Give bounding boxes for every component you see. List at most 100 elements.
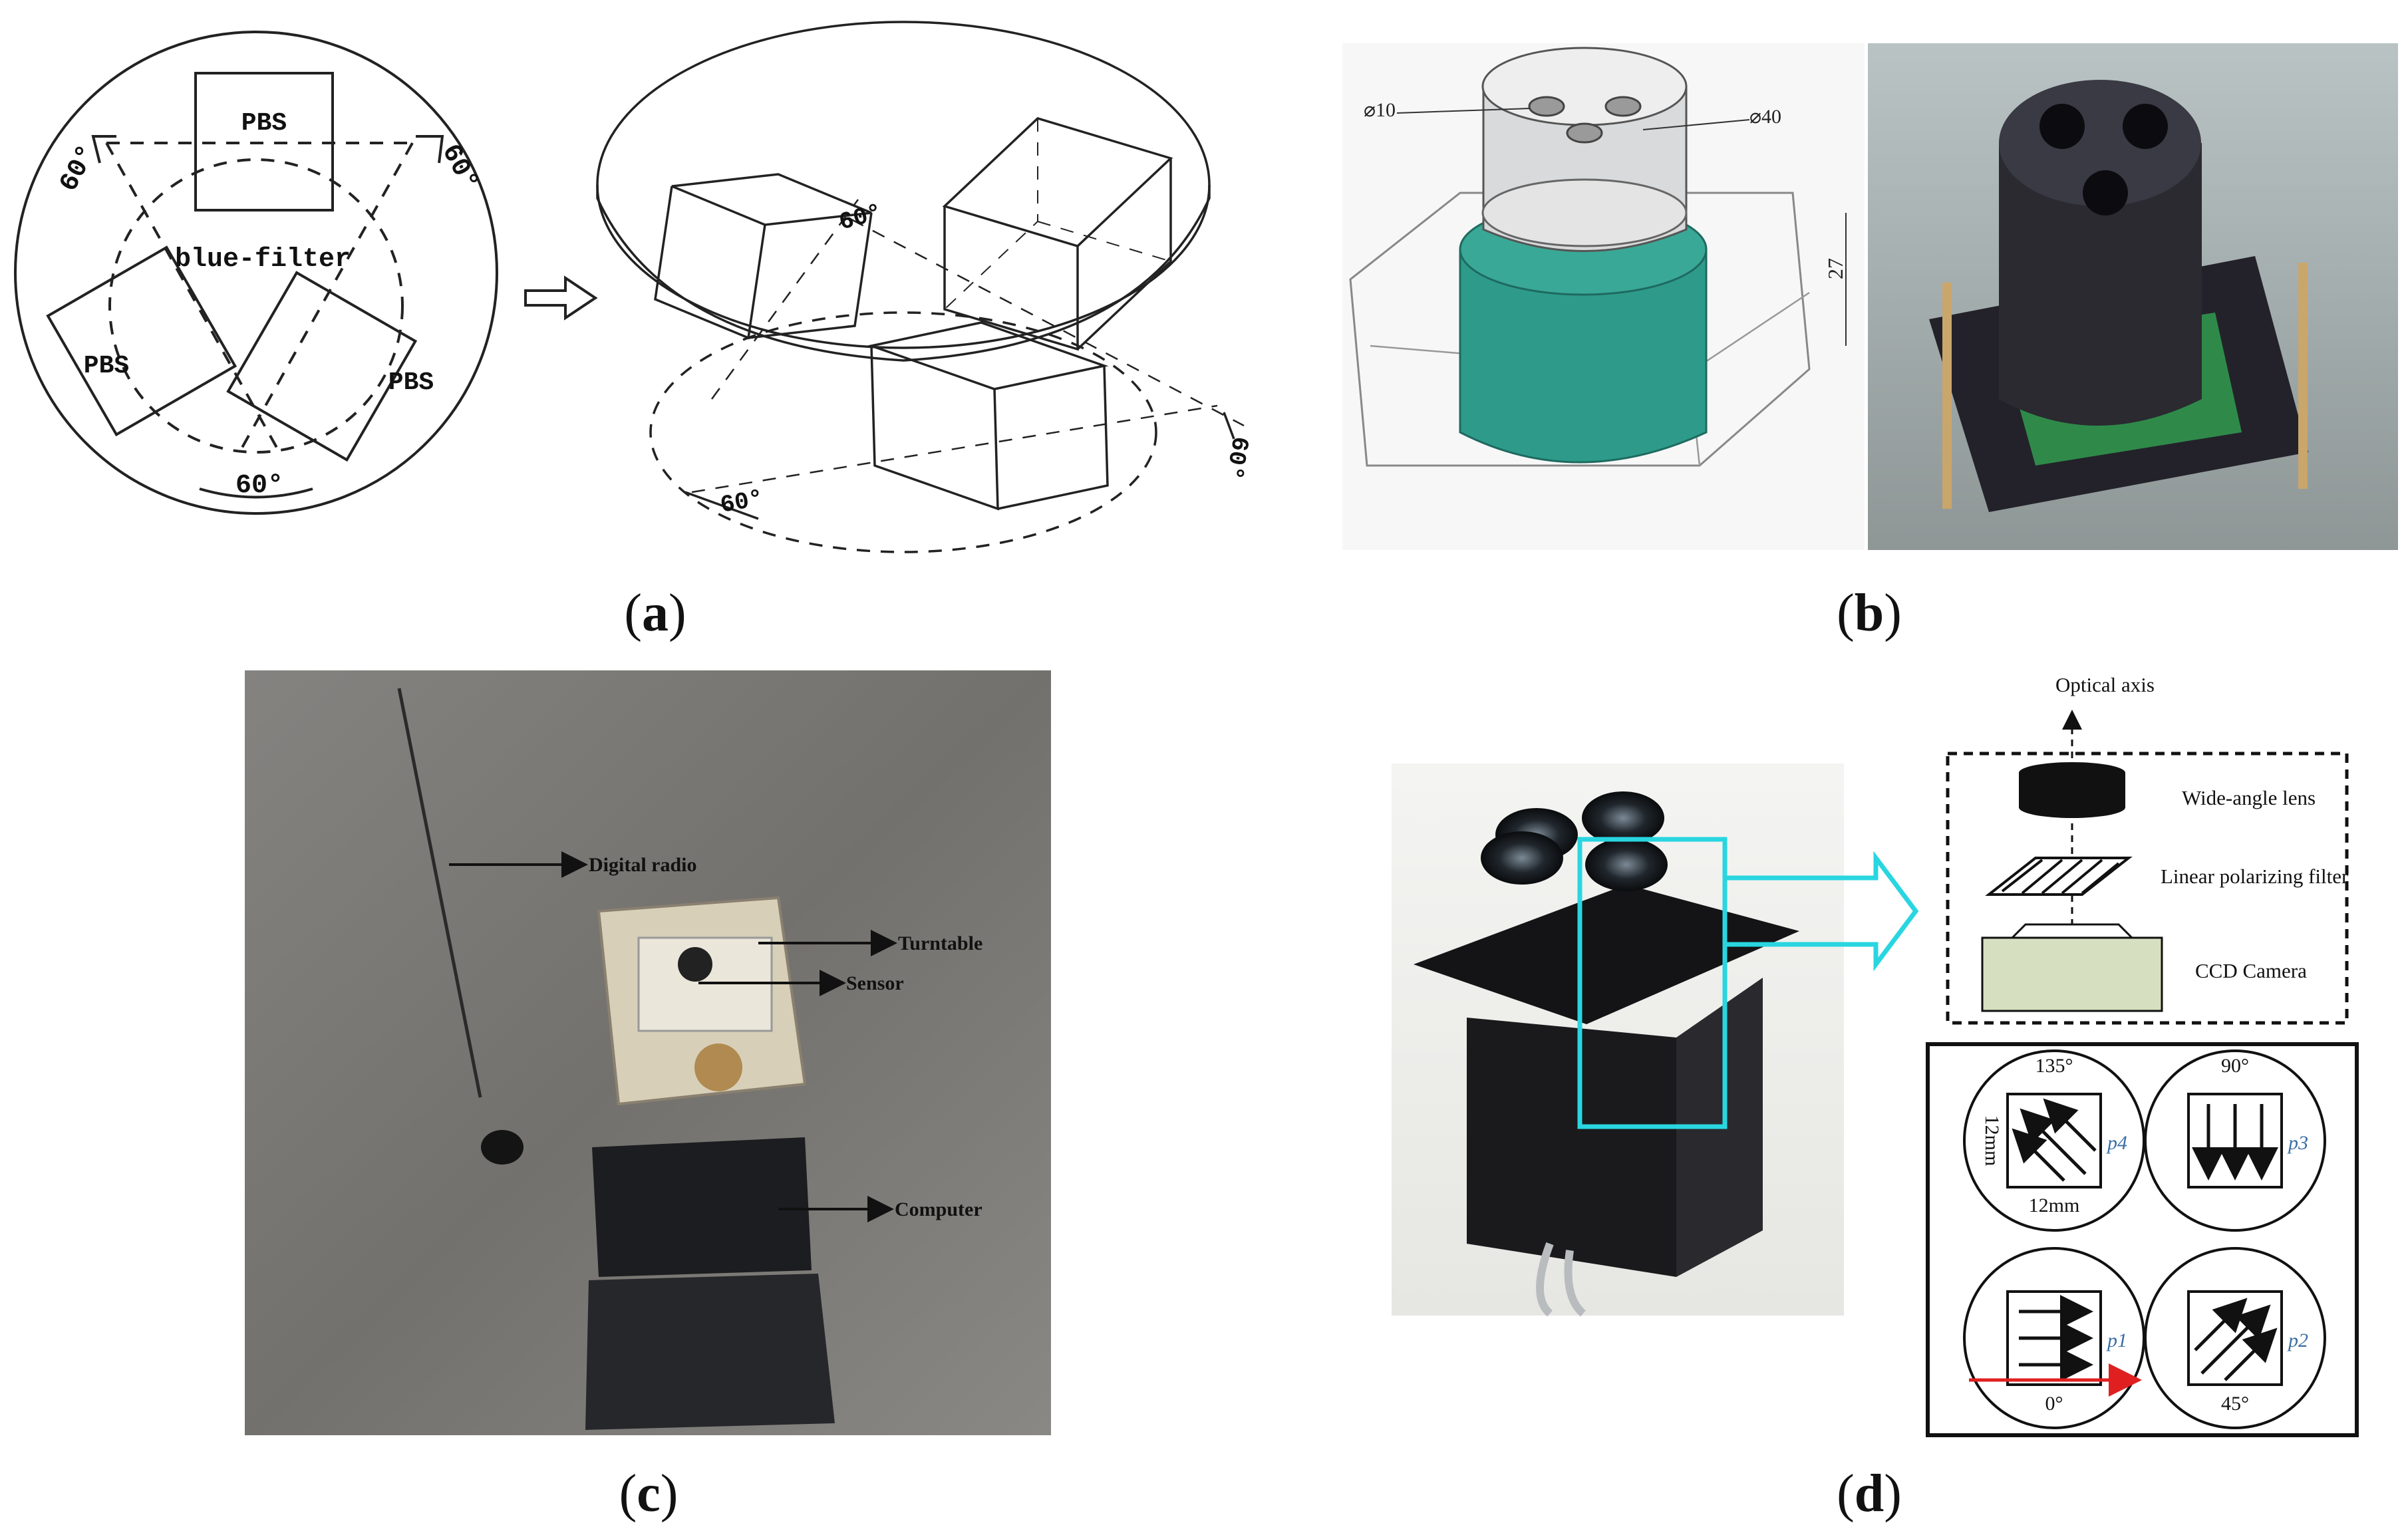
caption-a: (a): [624, 584, 686, 642]
ccd-camera-icon: [1981, 936, 2163, 1012]
callout-turntable: Turntable: [898, 932, 982, 954]
ccd-camera-label: CCD Camera: [2195, 959, 2307, 982]
tick-left: [91, 135, 116, 164]
cad-cylinder-rim: [1481, 47, 1688, 126]
polarizer-label: Linear polarizing filter: [2161, 865, 2349, 888]
radio-antenna: [397, 688, 482, 1098]
camera-array-content: [1414, 791, 1799, 1317]
camera-plate: [1414, 885, 1799, 1024]
photo-hole-1: [2039, 104, 2085, 149]
blue-filter-label: blue-filter: [175, 245, 351, 275]
cube-bottom-front: [870, 345, 999, 511]
dim-line-large: [1642, 119, 1750, 130]
camera-body-front: [1467, 1018, 1676, 1277]
iso-angle-top: 60°: [836, 199, 885, 236]
dim-large-label: ⌀40: [1749, 106, 1781, 128]
pbs-label-right: PBS: [388, 368, 434, 397]
panel-a-isometric: [596, 21, 1245, 553]
cube-bottom-side: [997, 365, 1109, 510]
camera-sensor-top: [2011, 923, 2133, 939]
iso-dashed-ring: [649, 311, 1157, 553]
callout-computer: Computer: [895, 1198, 982, 1220]
cube-bottom-top: [867, 321, 1109, 390]
cube-right-hidden: [944, 118, 1171, 310]
turntable-disc: [694, 1043, 742, 1091]
panel-a-iso-labels: 60° 60° 60°: [718, 199, 1254, 519]
cell-p4-label: p4: [2106, 1132, 2127, 1154]
caption-b: (b): [1837, 584, 1902, 642]
outer-circle: [14, 31, 498, 515]
tick-right: [416, 135, 444, 164]
lens-label: Wide-angle lens: [2182, 786, 2316, 809]
cube-right-top: [942, 117, 1173, 247]
dim-line-small: [1396, 108, 1531, 114]
cell-p4-angle: 135°: [2035, 1055, 2073, 1077]
sensor-photo-content: [1929, 80, 2308, 512]
cell-p1-label: p1: [2106, 1329, 2127, 1351]
cube-left-front: [654, 186, 766, 340]
lens-2: [1582, 791, 1664, 845]
cell-p4-dim-h: 12mm: [2029, 1194, 2080, 1216]
photo-hole-3: [2083, 170, 2128, 215]
sensor-head: [678, 947, 712, 982]
cad-hole-1: [1528, 96, 1565, 117]
cad-teal-body: [1459, 248, 1708, 464]
polarization-p-labels: p4 p3 p1 p2: [2106, 1132, 2308, 1351]
photo-standoff-2: [2298, 263, 2308, 489]
zoom-arrow-icon: [1725, 851, 1919, 972]
tick-bottom: [199, 487, 313, 499]
inner-dashed-circle: [108, 158, 404, 454]
cad-hole-2: [1604, 96, 1642, 117]
cell-p3-angle: 90°: [2221, 1055, 2249, 1077]
cube-right-side: [1076, 158, 1172, 350]
lens-3: [1481, 831, 1563, 885]
pbs-box-left: [46, 245, 237, 437]
panel-a-schematic: [14, 31, 498, 515]
cell-p2-angle: 45°: [2221, 1393, 2249, 1415]
iso-angle-bottom: 60°: [718, 485, 766, 519]
dim-height-label: 27: [1823, 258, 1847, 279]
panel-a-labels: PBS PBS PBS blue-filter 60° 60° 60°: [55, 109, 484, 501]
callout-digital-radio: Digital radio: [589, 854, 697, 876]
guide-left: [105, 142, 281, 453]
dim-small-label: ⌀10: [1364, 99, 1396, 121]
iso-guides: [691, 199, 1245, 493]
cell-p3-circle: [2144, 1049, 2326, 1232]
cell-p3-label: p3: [2287, 1132, 2308, 1154]
laptop-keyboard: [585, 1274, 835, 1430]
cell-p4-dim-v: 12mm: [1981, 1115, 2003, 1167]
optics-schematic-box: [1946, 752, 2349, 1025]
lens-base: [2019, 797, 2125, 818]
cell-p2-circle: [2144, 1247, 2326, 1429]
polarization-labels: 135° 90° 0° 45° 12mm 12mm: [1981, 1055, 2249, 1415]
field-photo-content: [397, 688, 835, 1430]
pbs-label-left: PBS: [84, 352, 129, 380]
caption-d: (d): [1837, 1464, 1902, 1523]
angle-label-bottom: 60°: [235, 471, 283, 501]
camera-cables: [1536, 1242, 1586, 1317]
iso-ticks: [684, 412, 1235, 520]
laptop-screen: [592, 1137, 812, 1277]
cell-p1-angle: 0°: [2045, 1393, 2063, 1415]
iso-angle-right: 60°: [1219, 434, 1254, 482]
caption-c: (c): [619, 1464, 678, 1523]
plate-edge: [596, 185, 1211, 362]
field-callout-arrows: [449, 851, 897, 1222]
cad-housing: [1349, 192, 1811, 467]
photo-standoff-1: [1942, 283, 1952, 509]
polarizer-hatch: [2001, 859, 2120, 895]
panel-b-cad-labels: ⌀10 ⌀40 27: [1364, 99, 1847, 279]
lens-4: [1585, 838, 1668, 891]
cell-p2-square: [2187, 1290, 2283, 1386]
callout-sensor: Sensor: [846, 972, 904, 994]
photo-cylinder: [1999, 143, 2202, 426]
cube-right-front: [943, 206, 1079, 351]
pbs-label-top: PBS: [241, 109, 287, 138]
cell-p2-label: p2: [2287, 1329, 2308, 1351]
cell-p4-square: [2006, 1093, 2102, 1188]
polarization-arrows: [2012, 1098, 2278, 1381]
radio-base: [481, 1130, 524, 1165]
highlight-box: [1577, 837, 1728, 1129]
pbs-box-right: [226, 271, 418, 462]
panel-b-cad: [1349, 47, 1847, 467]
